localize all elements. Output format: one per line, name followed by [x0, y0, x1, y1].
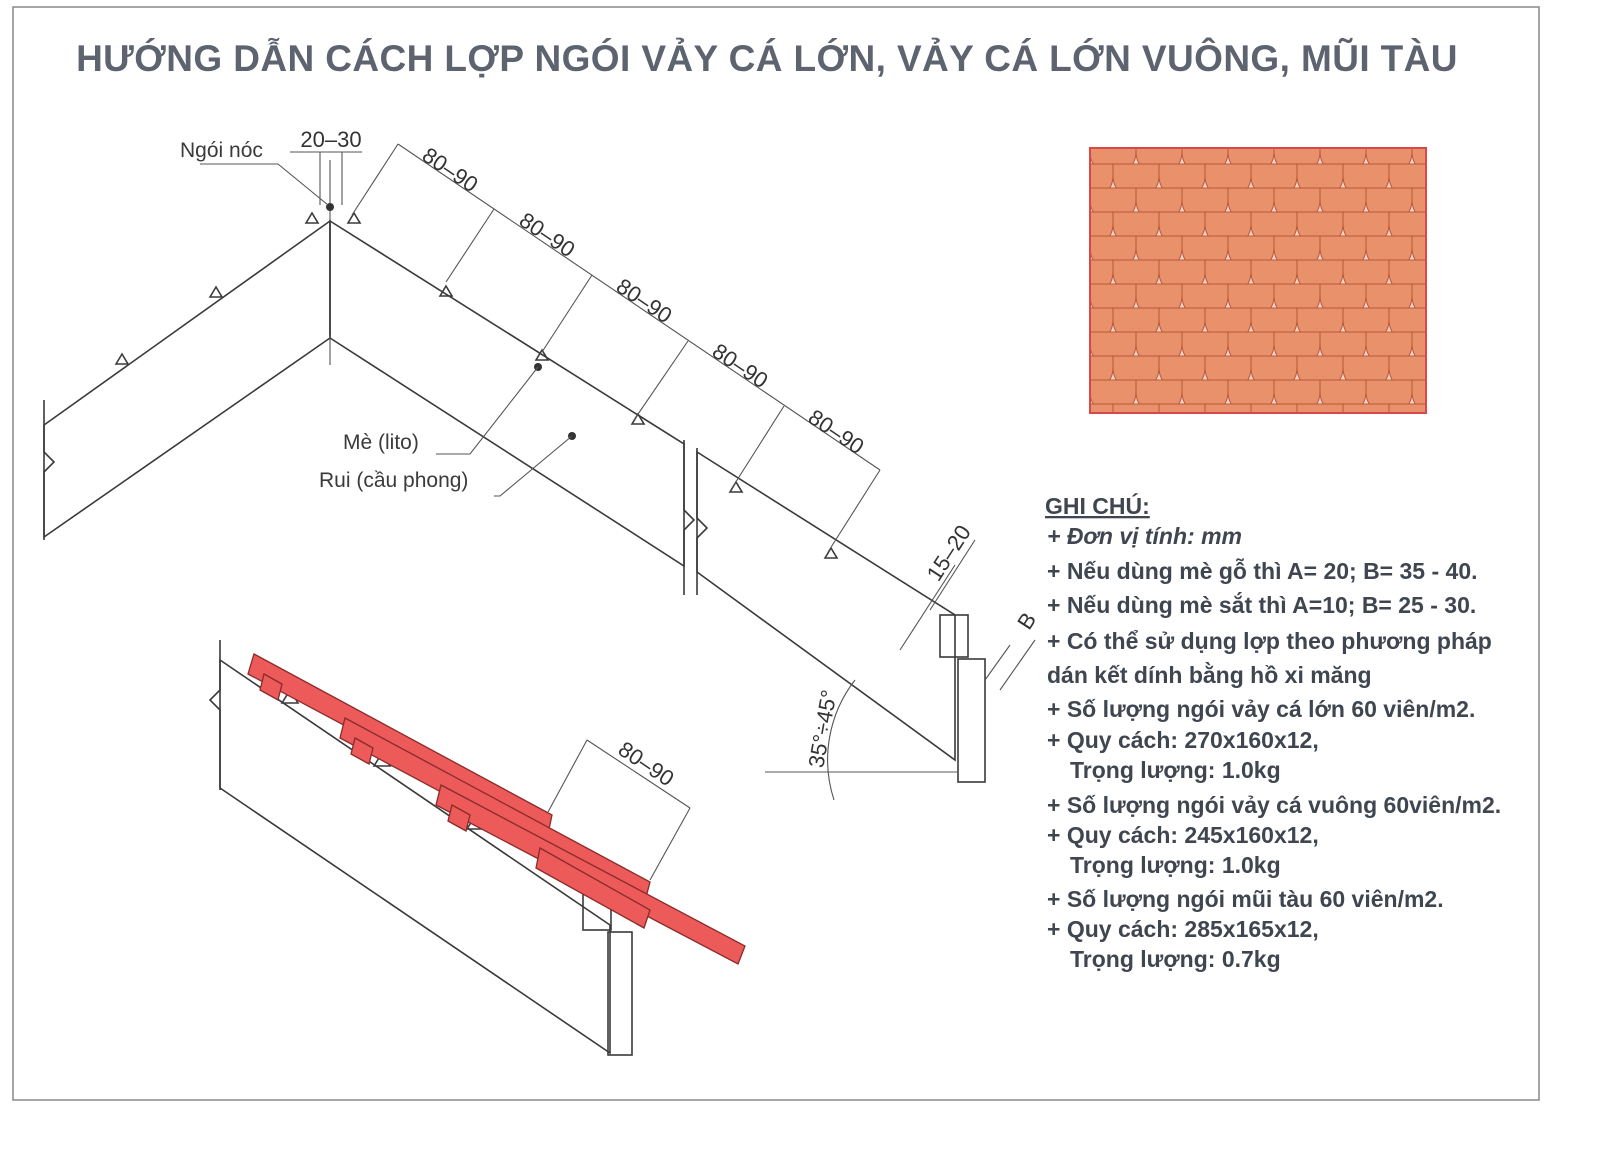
- photo-scale: [1044, 428, 1090, 463]
- photo-scale: [1112, 403, 1160, 413]
- photo-scale: [1182, 428, 1228, 463]
- page-title: HƯỚNG DẪN CÁCH LỢP NGÓI VẢY CÁ LỚN, VẢY …: [76, 37, 1458, 79]
- photo-scale: [1090, 283, 1091, 301]
- right-rafter-upper: [329, 219, 685, 568]
- spacing-dimension-4: 80–90: [708, 338, 773, 393]
- photo-scale: [1481, 404, 1527, 439]
- photo-scale: [1228, 428, 1274, 463]
- photo-scale: [1435, 260, 1481, 295]
- tile-stack: [247, 653, 746, 965]
- eave-fascia: [957, 658, 986, 783]
- photo-scale: [1158, 403, 1206, 413]
- note-line-12: + Số lượng ngói mũi tàu 60 viên/m2.: [1047, 886, 1444, 912]
- photo-scale: [1458, 188, 1504, 223]
- eave-detail-diagram: 80–90: [208, 640, 746, 1056]
- eave-detail-fascia: [607, 931, 633, 1056]
- photo-scale: [1090, 187, 1091, 205]
- photo-scale: [1481, 260, 1527, 295]
- note-line-6: + Số lượng ngói vảy cá lớn 60 viên/m2.: [1047, 696, 1475, 722]
- right-rafter-lower: [696, 450, 956, 762]
- notes-block: GHI CHÚ: + Đơn vị tính: mm + Nếu dùng mè …: [1045, 492, 1501, 972]
- b-dimension: B: [1012, 608, 1041, 634]
- notes-heading: GHI CHÚ:: [1045, 492, 1150, 519]
- photo-scale: [1458, 428, 1504, 463]
- photo-scale: [1458, 380, 1504, 415]
- photo-scale: [1090, 428, 1136, 463]
- photo-scale: [1458, 332, 1504, 367]
- note-line-1: + Đơn vị tính: mm: [1047, 523, 1242, 549]
- page-border: [12, 6, 1540, 1101]
- tile-photo: [1044, 140, 1527, 463]
- note-line-2: + Nếu dùng mè gỗ thì A= 20; B= 35 - 40.: [1047, 557, 1478, 584]
- photo-scale: [1458, 236, 1504, 271]
- left-rafter: [43, 219, 331, 539]
- photo-scale: [1435, 308, 1481, 343]
- photo-scale: [1458, 284, 1504, 319]
- photo-scale: [1458, 140, 1504, 175]
- spacing-dimension-2: 80–90: [515, 207, 580, 262]
- photo-scale: [1342, 403, 1390, 413]
- photo-scale: [1481, 164, 1527, 199]
- photo-scale: [1090, 235, 1091, 253]
- note-line-13: + Quy cách: 285x165x12,: [1047, 916, 1319, 942]
- photo-scale: [1090, 148, 1091, 157]
- ridge-gap-dimension: 20–30: [300, 127, 361, 152]
- rafter-label: Rui (cầu phong): [319, 469, 468, 492]
- photo-scale: [1435, 212, 1481, 247]
- eave-dimension: 15–20: [922, 520, 976, 585]
- photo-scale: [1090, 403, 1114, 413]
- tile-3: [435, 784, 746, 965]
- note-line-8: Trọng lượng: 1.0kg: [1070, 757, 1281, 783]
- photo-scale: [1204, 403, 1252, 413]
- photo-scale: [1274, 428, 1320, 463]
- note-line-10: + Quy cách: 245x160x12,: [1047, 822, 1319, 848]
- photo-scale: [1435, 356, 1481, 391]
- note-line-9: + Số lượng ngói vảy cá vuông 60viên/m2.: [1047, 792, 1501, 818]
- spacing-dimension-5: 80–90: [804, 404, 869, 459]
- photo-scale: [1412, 428, 1458, 463]
- note-line-7: + Quy cách: 270x160x12,: [1047, 727, 1319, 753]
- photo-scale: [1481, 356, 1527, 391]
- photo-scale: [1366, 428, 1412, 463]
- note-line-5: dán kết dính bằng hồ xi măng: [1047, 661, 1372, 688]
- photo-scale: [1435, 404, 1481, 439]
- tile-4: [535, 846, 651, 929]
- photo-scale: [1250, 403, 1298, 413]
- note-line-14: Trọng lượng: 0.7kg: [1070, 946, 1281, 972]
- photo-scale: [1090, 331, 1091, 349]
- photo-scale: [1388, 403, 1426, 413]
- photo-scale: [1481, 308, 1527, 343]
- note-line-4: + Có thể sử dụng lợp theo phương pháp: [1047, 628, 1492, 654]
- ridge-section-diagram: 20–30 Ngói nóc 80–90: [43, 127, 1041, 801]
- roof-angle: 35°÷45°: [803, 688, 841, 770]
- ridge-tile-label: Ngói nóc: [180, 139, 263, 162]
- note-line-11: Trọng lượng: 1.0kg: [1070, 852, 1281, 878]
- photo-scale: [1296, 403, 1344, 413]
- note-line-3: + Nếu dùng mè sắt thì A=10; B= 25 - 30.: [1047, 591, 1476, 618]
- photo-scale: [1481, 212, 1527, 247]
- photo-scale: [1435, 164, 1481, 199]
- photo-scale: [1136, 428, 1182, 463]
- photo-scale: [1320, 428, 1366, 463]
- spacing-dimension-1: 80–90: [418, 142, 483, 197]
- batten-label: Mè (lito): [343, 431, 419, 454]
- photo-scale: [1090, 379, 1091, 397]
- spacing-dimension-3: 80–90: [612, 273, 677, 328]
